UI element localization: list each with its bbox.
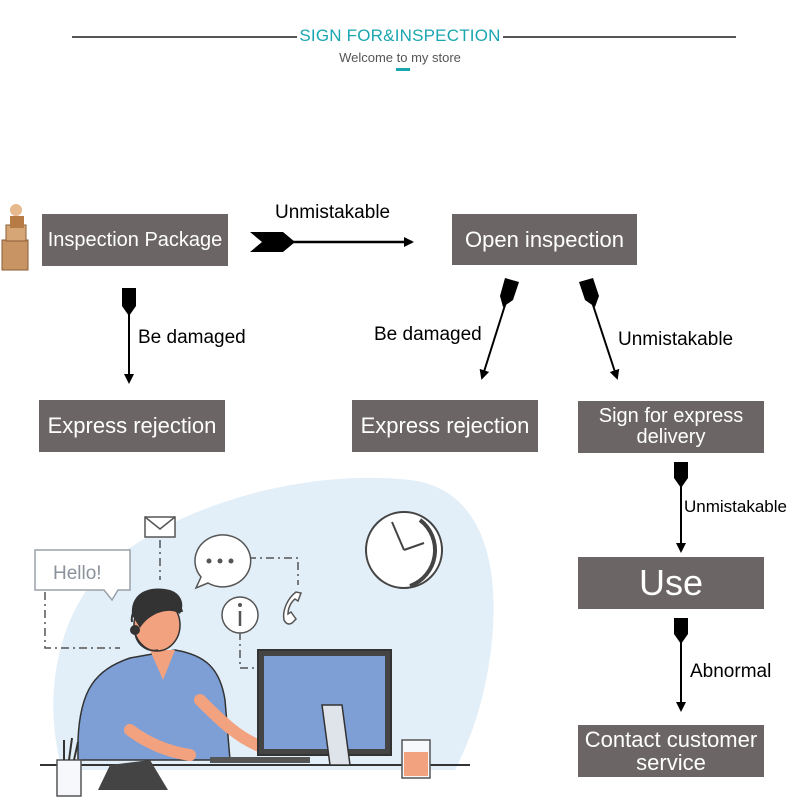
pencil-cup-icon xyxy=(56,737,82,797)
hello-speech-bubble: Hello! xyxy=(34,549,131,602)
edge-label-use-to-contact: Abnormal xyxy=(690,661,772,682)
info-icon xyxy=(221,596,259,634)
clock-icon xyxy=(365,511,443,589)
page-subtitle: Welcome to my store xyxy=(339,50,461,65)
edge-label-package-to-open: Unmistakable xyxy=(275,202,391,223)
arrow-package-to-rejection xyxy=(122,288,136,384)
arrow-open-to-rejection xyxy=(479,278,519,380)
mail-icon xyxy=(144,516,176,538)
node-contact-customer-service: Contact customer service xyxy=(578,725,764,777)
delivery-person-icon xyxy=(1,204,29,271)
edge-label-sign-to-use: Unmistakable xyxy=(684,497,787,516)
operator-person xyxy=(77,588,271,761)
header-rule-left xyxy=(72,36,307,38)
arrow-use-to-contact xyxy=(674,618,688,712)
header-rule-right xyxy=(498,36,736,38)
edge-label-open-to-sign: Unmistakable xyxy=(618,329,734,350)
edge-label-open-to-rejection: Be damaged xyxy=(374,324,482,345)
header-accent-bar xyxy=(396,68,410,71)
node-inspection-package: Inspection Package xyxy=(42,214,228,266)
chat-bubble-icon xyxy=(194,534,252,590)
arrow-open-to-sign xyxy=(579,278,620,380)
arrow-package-to-open xyxy=(250,232,414,252)
node-use: Use xyxy=(578,557,764,609)
phone-icon xyxy=(282,591,303,625)
node-express-rejection-left: Express rejection xyxy=(39,400,225,452)
headset-icon xyxy=(130,597,183,652)
node-express-rejection-mid: Express rejection xyxy=(352,400,538,452)
hello-text: Hello! xyxy=(53,563,102,584)
arrow-sign-to-use xyxy=(674,462,688,553)
page-title: SIGN FOR&INSPECTION xyxy=(297,26,503,45)
node-sign-for-express-delivery: Sign for express delivery xyxy=(578,401,764,453)
cup-icon xyxy=(401,739,431,779)
edge-label-package-to-rejection: Be damaged xyxy=(138,327,246,348)
node-open-inspection: Open inspection xyxy=(452,214,637,265)
desk-phone-icon xyxy=(98,760,168,790)
computer-monitor-icon xyxy=(210,649,392,766)
